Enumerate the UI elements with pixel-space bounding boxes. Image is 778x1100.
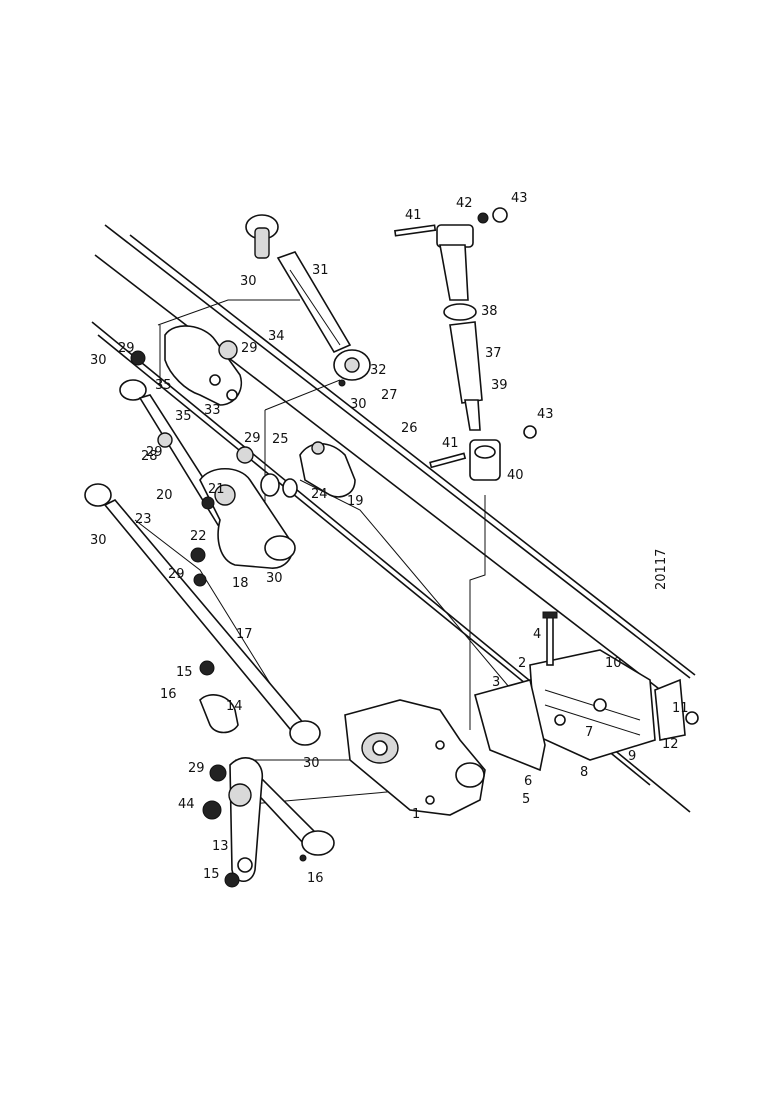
callout-p35b: 35	[175, 409, 192, 424]
callout-p16b: 16	[307, 871, 324, 886]
telescopic-rod-assembly	[245, 214, 371, 387]
callout-p30b: 30	[90, 353, 107, 368]
callout-p25: 25	[272, 432, 289, 447]
mounting-bolt	[542, 611, 558, 666]
callout-p16a: 16	[160, 687, 177, 702]
callout-p8: 8	[580, 765, 588, 780]
callout-p29e: 29	[188, 761, 205, 776]
callout-p10: 10	[605, 656, 622, 671]
callout-p29c: 29	[244, 431, 261, 446]
upper-u-joint-hardware	[394, 207, 537, 439]
callout-p38: 38	[481, 304, 498, 319]
document-number: 20117	[654, 549, 669, 590]
callout-p19: 19	[347, 494, 364, 509]
callout-p17: 17	[236, 627, 253, 642]
callout-p30a: 30	[240, 274, 257, 289]
gearbox-mounting-bracket	[474, 649, 656, 772]
callout-p44: 44	[178, 797, 195, 812]
callout-p15a: 15	[176, 665, 193, 680]
callout-p33: 33	[204, 403, 221, 418]
steering-knuckle-arm	[199, 660, 263, 888]
callout-p9: 9	[628, 749, 636, 764]
callout-p3: 3	[492, 675, 500, 690]
callout-p20: 20	[156, 488, 173, 503]
callout-p11: 11	[672, 701, 689, 716]
drag-link	[84, 483, 321, 746]
bell-crank-bracket-upper	[164, 325, 242, 406]
callout-p1: 1	[412, 807, 420, 822]
callout-p41b: 41	[442, 436, 459, 451]
callout-p29d: 29	[168, 567, 185, 582]
callout-p29a: 29	[118, 341, 135, 356]
callout-p12: 12	[662, 737, 679, 752]
callout-p13: 13	[212, 839, 229, 854]
steering-column-shaft	[436, 224, 483, 431]
callout-p22: 22	[190, 529, 207, 544]
callout-p4: 4	[533, 627, 541, 642]
callout-p14: 14	[226, 699, 243, 714]
callout-p31: 31	[312, 263, 329, 278]
steering-gearbox	[344, 699, 486, 816]
callout-p28: 28	[141, 449, 158, 464]
callout-p6: 6	[524, 774, 532, 789]
callout-p15b: 15	[203, 867, 220, 882]
callout-p37: 37	[485, 346, 502, 361]
callout-p26: 26	[401, 421, 418, 436]
callout-p41a: 41	[405, 208, 422, 223]
callout-p7: 7	[585, 725, 593, 740]
callout-p29f: 29	[146, 445, 163, 460]
callout-p43a: 43	[511, 191, 528, 206]
callout-p34: 34	[268, 329, 285, 344]
callout-p29b: 29	[241, 341, 258, 356]
callout-p2: 2	[518, 656, 526, 671]
callout-p32: 32	[370, 363, 387, 378]
lower-universal-joint	[429, 439, 501, 481]
callout-p43b: 43	[537, 407, 554, 422]
idler-arm-assembly	[190, 446, 296, 587]
callout-p42: 42	[456, 196, 473, 211]
callout-p30f: 30	[303, 756, 320, 771]
callout-p39: 39	[491, 378, 508, 393]
callout-p24: 24	[311, 487, 328, 502]
callout-p30c: 30	[350, 397, 367, 412]
callout-p23: 23	[135, 512, 152, 527]
callout-p5: 5	[522, 792, 530, 807]
callout-p30e: 30	[266, 571, 283, 586]
callout-p21: 21	[208, 482, 225, 497]
pitman-arm-upper-right	[260, 441, 356, 498]
callout-p30d: 30	[90, 533, 107, 548]
right-side-bracket	[654, 678, 699, 741]
callout-p40: 40	[507, 468, 524, 483]
callout-p35a: 35	[155, 378, 172, 393]
callout-p18: 18	[232, 576, 249, 591]
callout-p27: 27	[381, 388, 398, 403]
